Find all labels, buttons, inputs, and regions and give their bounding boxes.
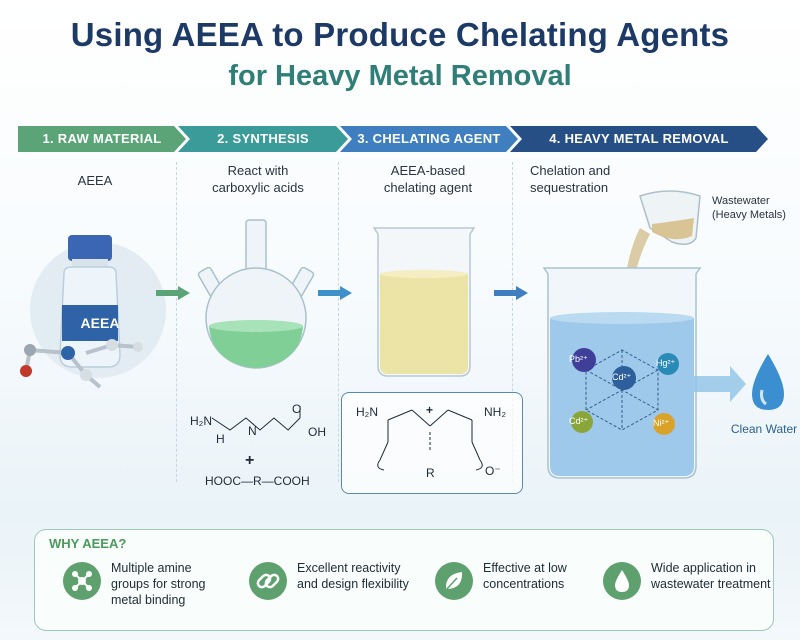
page-subtitle: for Heavy Metal Removal bbox=[228, 60, 572, 92]
feature-text: Excellent reactivity and design flexibil… bbox=[297, 561, 409, 591]
chelate-h2n: H₂N bbox=[356, 405, 378, 419]
ion-cd: Cd²⁺ bbox=[612, 372, 632, 382]
chelate-charge: + bbox=[426, 403, 434, 417]
feature-text: Multiple amine groups for strong metal b… bbox=[111, 561, 206, 607]
formula-h2n: H₂N bbox=[190, 414, 212, 428]
removal-caption-line1: Chelation and bbox=[530, 163, 611, 178]
step-chelating-agent: 3. CHELATING AGENT bbox=[340, 126, 518, 152]
removal-caption: Chelation and sequestration bbox=[530, 162, 642, 196]
feature-text: Effective at low concentrations bbox=[483, 561, 567, 591]
panel-divider bbox=[176, 162, 177, 482]
formula-n: N bbox=[248, 424, 257, 438]
why-aeea-panel: WHY AEEA? Multiple amine groups for stro… bbox=[34, 529, 774, 631]
synthesis-caption: React with carboxylic acids bbox=[188, 162, 328, 196]
ion-pb: Pb²⁺ bbox=[569, 354, 588, 364]
process-steps-banner: 1. RAW MATERIAL 2. SYNTHESIS 3. CHELATIN… bbox=[0, 126, 800, 152]
clean-water-label: Clean Water bbox=[730, 422, 798, 436]
why-aeea-title: WHY AEEA? bbox=[49, 536, 127, 551]
synthesis-plus: + bbox=[245, 452, 255, 469]
removal-caption-line2: sequestration bbox=[530, 180, 609, 195]
feature-text: Wide application in wastewater treatment bbox=[651, 561, 771, 591]
link-icon bbox=[249, 562, 287, 600]
synthesis-caption-line2: carboxylic acids bbox=[212, 180, 304, 195]
formula-o: O bbox=[292, 402, 302, 416]
aeea-skeletal-structure bbox=[211, 406, 301, 431]
three-neck-flask-illustration bbox=[197, 219, 315, 369]
arrow-right-icon bbox=[494, 286, 528, 300]
bottle-label: AEEA bbox=[80, 315, 120, 331]
synthesis-caption-line1: React with bbox=[227, 163, 289, 178]
formula-oh: OH bbox=[308, 425, 326, 439]
chelate-carboxylate: O⁻ bbox=[485, 464, 501, 478]
clean-water-droplet-icon bbox=[694, 354, 784, 410]
panel-divider bbox=[512, 162, 513, 482]
beaker-chelating-agent-illustration bbox=[372, 227, 476, 377]
molecule-icon bbox=[63, 562, 101, 600]
chelate-r: R bbox=[426, 466, 435, 480]
droplet-icon bbox=[603, 562, 641, 600]
arrow-right-icon bbox=[156, 286, 190, 300]
ion-ni: Ni²⁺ bbox=[653, 418, 670, 428]
aeea-bottle-illustration bbox=[20, 235, 166, 389]
arrow-right-icon bbox=[318, 286, 352, 300]
panel-divider bbox=[338, 162, 339, 482]
wastewater-label: Wastewater (Heavy Metals) bbox=[712, 194, 792, 222]
dicarboxylic-acid-formula: HOOC—R—COOH bbox=[205, 474, 310, 488]
wastewater-treatment-beaker-illustration bbox=[542, 190, 702, 479]
chelating-caption-line2: chelating agent bbox=[383, 180, 473, 195]
formula-h: H bbox=[216, 432, 225, 446]
ion-cd-2: Cd²⁺ bbox=[569, 416, 589, 426]
chelating-skeletal-structure bbox=[377, 409, 483, 471]
chelating-caption: AEEA-based chelating agent bbox=[358, 162, 498, 196]
wastewater-label-line2: (Heavy Metals) bbox=[712, 209, 786, 221]
step-raw-material: 1. RAW MATERIAL bbox=[18, 126, 186, 152]
leaf-icon bbox=[435, 562, 473, 600]
wastewater-label-line1: Wastewater bbox=[712, 195, 770, 207]
chelating-structure-box bbox=[341, 392, 523, 494]
step-heavy-metal-removal: 4. HEAVY METAL REMOVAL bbox=[510, 126, 768, 152]
chelating-caption-line1: AEEA-based bbox=[390, 163, 466, 178]
page-title: Using AEEA to Produce Chelating Agents bbox=[70, 16, 730, 53]
step-synthesis: 2. SYNTHESIS bbox=[178, 126, 348, 152]
chelate-nh2: NH₂ bbox=[484, 405, 506, 419]
ion-hg: Hg²⁺ bbox=[656, 358, 676, 368]
raw-material-caption: AEEA bbox=[77, 173, 113, 188]
